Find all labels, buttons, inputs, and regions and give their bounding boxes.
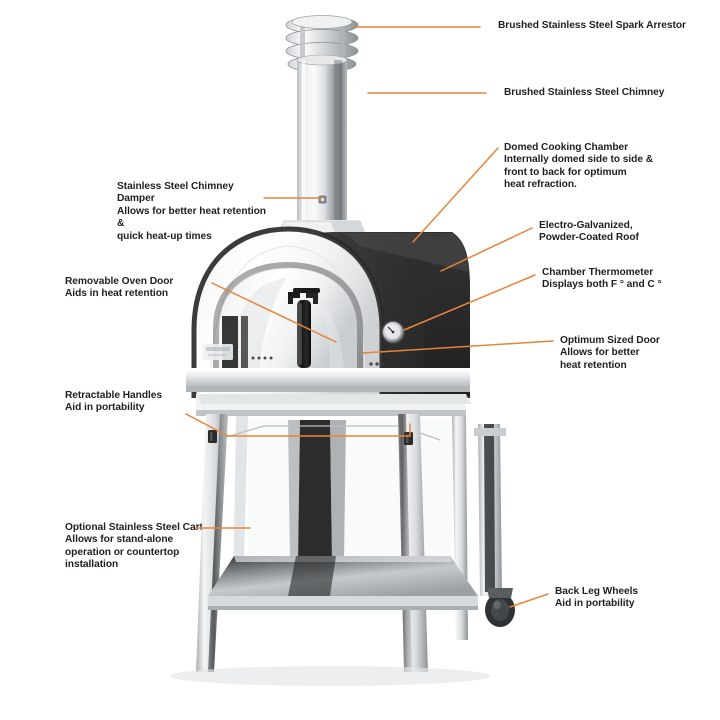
oven-body — [186, 226, 470, 399]
cart-leg-back-left — [233, 416, 248, 596]
leader-powder-coated-roof — [440, 227, 533, 272]
leader-removable-oven-door — [211, 282, 337, 343]
back-leg-wheel-assembly — [474, 424, 515, 627]
callout-chimney: Brushed Stainless Steel Chimney — [504, 87, 665, 98]
leader-retractable-handles — [185, 413, 411, 437]
callout-optimum-sized-door: Optimum Sized Door Allows for better hea… — [560, 335, 660, 371]
callout-back-leg-wheels: Back Leg Wheels Aid in portability — [555, 586, 639, 610]
callout-spark-arrestor: Brushed Stainless Steel Spark Arrestor — [498, 20, 686, 31]
hearth-ledge — [186, 368, 470, 392]
vent-dots-left — [251, 356, 273, 360]
stainless-steel-cart — [170, 394, 515, 686]
brand-badge — [203, 344, 233, 360]
callout-optional-stainless-steel-cart: Optional Stainless Steel Cart Allows for… — [65, 522, 203, 571]
oven-side-panel — [424, 232, 470, 398]
chimney-pipe — [296, 54, 348, 220]
callout-retractable-handles: Retractable Handles Aid in portability — [65, 390, 163, 414]
floor-shadow — [170, 666, 490, 686]
leader-back-leg-wheels — [509, 593, 549, 608]
cart-bottom-shelf — [208, 556, 478, 610]
leader-domed-cooking-chamber — [412, 147, 499, 243]
cart-center-reflection — [298, 420, 332, 560]
callout-domed-cooking-chamber: Domed Cooking Chamber Internally domed s… — [504, 142, 654, 191]
callout-powder-coated-roof: Electro-Galvanized, Powder-Coated Roof — [539, 220, 639, 244]
callout-chamber-thermometer: Chamber Thermometer Displays both F ° an… — [542, 267, 662, 291]
callout-chimney-damper: Stainless Steel Chimney Damper Allows fo… — [117, 181, 266, 242]
leader-optimum-sized-door — [362, 340, 554, 354]
callout-removable-oven-door: Removable Oven Door Aids in heat retenti… — [65, 276, 174, 300]
oven-door-handle — [288, 288, 320, 368]
vent-dots-right — [369, 362, 385, 366]
chamber-thermometer — [381, 320, 406, 345]
leader-chamber-thermometer — [403, 274, 536, 331]
